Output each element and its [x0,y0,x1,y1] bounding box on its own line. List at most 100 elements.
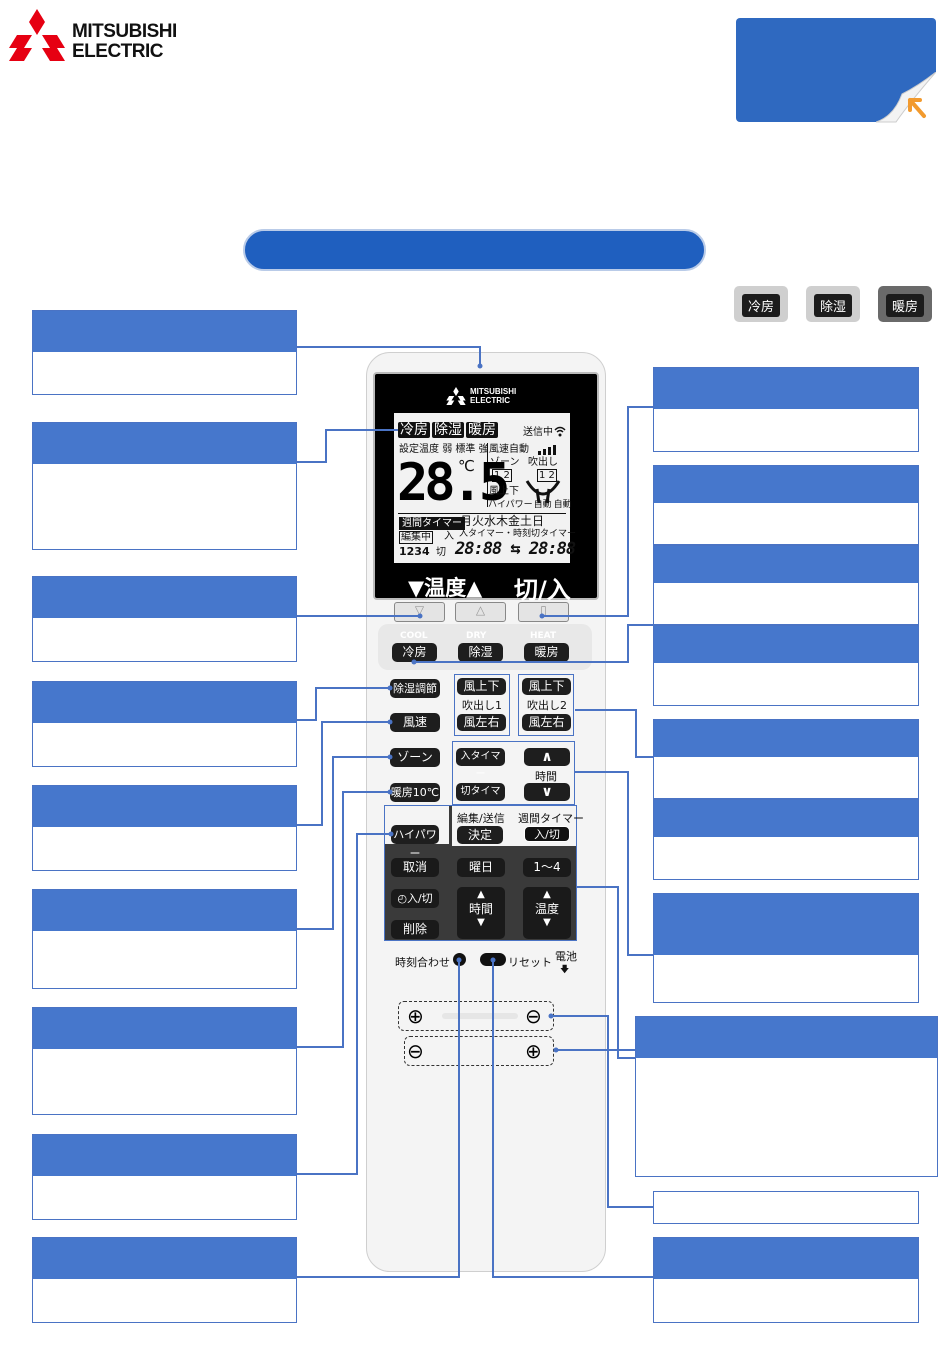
lcd-days: 月火水木金土日 [460,514,545,528]
annotation-left-1 [32,310,297,395]
dry-small-label: DRY [466,631,487,641]
vent1-updown-button[interactable]: 風上下 [457,678,506,695]
annotation-left-5 [32,785,297,871]
battery1-minus-icon: ⊖ [525,1004,542,1028]
lcd-mode-heat: 暖房 [466,422,498,438]
lcd-off-mark: 切 [436,547,446,558]
dehum-adjust-button[interactable]: 除湿調節 [390,679,440,698]
lcd-auto2: 自動 [553,500,572,510]
lcd-temp-label: ▼温度▲ [408,576,483,600]
vent2-label: 吹出し2 [527,699,567,712]
weekday-button[interactable]: 曜日 [457,858,505,877]
lcd-auto1: 自動 [533,500,552,510]
time-arrow-button[interactable]: ▲ 時間 ▼ [457,887,505,939]
hour-label: 時間 [535,770,557,783]
lcd-timer-row: 入タイマー・時刻切タイマー [459,529,577,539]
hour-up-button[interactable]: ∧ [524,748,570,766]
zone-button[interactable]: ゾーン [390,748,440,767]
battery-label: 電池 [555,950,577,963]
lcd-screen: 冷房除湿暖房 送信中 設定温度 弱 標準 強 風速自動 ゾーン 吹出し 1 2 … [394,413,576,563]
vent2-updown-button[interactable]: 風上下 [522,678,571,695]
vent1-group [454,674,510,736]
three-diamonds-icon [9,9,65,61]
cool-small-label: COOL [400,631,428,641]
lcd-fan-levels: 弱 標準 強 [442,444,489,455]
dry-button[interactable]: 除湿 [458,643,503,662]
battery1-plus-icon: ⊕ [407,1004,424,1028]
heat-button[interactable]: 暖房 [524,643,569,662]
temp-arrow-button[interactable]: ▲ 温度 ▼ [523,887,571,939]
vent-direction-icon [525,480,561,504]
vent2-leftright-button[interactable]: 風左右 [522,714,571,731]
delete-button[interactable]: 削除 [391,920,439,939]
hour-down-button[interactable]: ∨ [524,783,570,801]
annotation-right-6 [653,799,919,880]
mode-chip-heat: 暖房 [878,286,932,322]
lcd-temp-unit: ℃ [458,457,475,475]
temp-arrow-label: 温度 [534,902,559,916]
weekly-timer-label: 週間タイマー [518,812,584,825]
fan-speed-button[interactable]: 風速 [390,713,440,732]
logo-line2: ELECTRIC [72,41,164,62]
lcd-send-label: 送信中 [523,427,553,438]
annotation-right-8 [635,1016,938,1177]
annotation-right-3 [653,545,919,625]
weekly-onoff-button[interactable]: 入/切 [524,826,570,842]
logo-line1: MITSUBISHI [72,21,177,42]
annotation-left-8 [32,1134,297,1220]
annotation-left-9 [32,1237,297,1323]
timer-group [452,741,575,805]
mode-chip-cool: 冷房 [734,286,788,322]
annotation-right-10 [653,1237,919,1323]
annotation-right-4 [653,625,919,706]
one-to-four-button[interactable]: 1〜4 [523,858,571,877]
hipower-button[interactable]: ハイパワー [391,825,439,860]
time-arrow-label: 時間 [468,902,493,916]
lcd-vent-nums: 1 2 [537,469,557,482]
lcd-wind-updown: 風上下 [489,486,519,497]
vent1-label: 吹出し1 [462,699,502,712]
clock-onoff-button[interactable]: ◴入/切 [391,889,439,908]
annotation-right-1 [653,367,919,452]
cool-button[interactable]: 冷房 [392,643,437,662]
lcd-set-temp: 設定温度 [399,444,439,455]
battery2-plus-icon: ⊕ [525,1039,542,1063]
lcd-fan-auto: 風速自動 [489,444,529,455]
remote-logo-icon [446,387,466,405]
annotation-right-5 [653,719,919,799]
lcd-mode-dry: 除湿 [432,422,464,438]
on-timer-button[interactable]: 入タイマー [456,748,505,780]
lcd-mode-cool: 冷房 [398,422,430,438]
fan-bars-icon [538,445,556,455]
vent2-group [518,674,574,736]
clock-set-label: 時刻合わせ [395,956,450,969]
lcd-power-label: 切/入 [514,576,571,604]
lcd-weekly-timer: 週間タイマー [399,517,465,530]
lcd-time-display: 28:88 ⇆ 28:88 [455,539,576,559]
temp-up-button[interactable]: △ [455,602,506,622]
reset-label: リセット [508,956,552,969]
section-header [243,229,706,271]
weekly-timer-group [384,805,577,941]
lcd-hipower: ハイパワー [488,500,533,510]
lcd-temp-value: 28.5 [397,453,510,513]
battery-slot-2 [404,1036,554,1066]
edit-send-label: 編集/送信 [457,812,505,825]
battery2-minus-icon: ⊖ [407,1039,424,1063]
remote-brand-line1: MITSUBISHI [470,387,517,396]
annotation-right-2 [653,465,919,545]
annotation-left-6 [32,889,297,989]
mitsubishi-logo: MITSUBISHI ELECTRIC [8,9,198,63]
battery-slide-tab [442,1013,518,1019]
confirm-button[interactable]: 決定 [457,826,503,844]
heat10-button[interactable]: 暖房10℃ [390,783,440,802]
vent1-leftright-button[interactable]: 風左右 [457,714,506,731]
remote-brand-line2: ELECTRIC [470,396,510,405]
annotation-right-7 [653,893,919,1003]
cancel-button[interactable]: 取消 [391,858,439,877]
annotation-left-2 [32,422,297,550]
lcd-on-mark: 入 [444,531,454,542]
lcd-edit: 編集中 [399,531,433,544]
annotation-right-9 [653,1191,919,1224]
